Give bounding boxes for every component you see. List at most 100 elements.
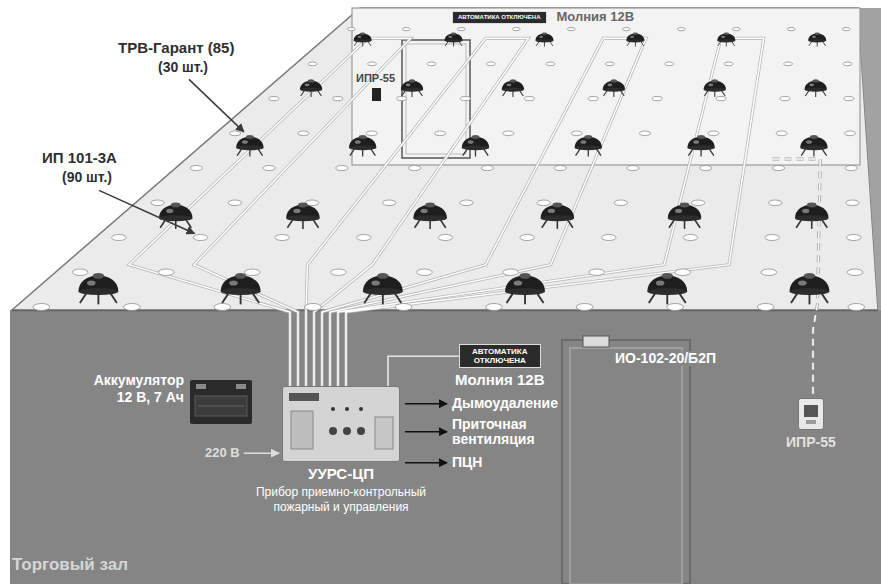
panel-switch xyxy=(375,417,393,449)
module-base xyxy=(349,145,376,150)
smoke-detector xyxy=(848,304,865,311)
node-heading: АВТОМАТИКА ОТКЛЮЧЕНА xyxy=(465,347,535,365)
smoke-detector xyxy=(368,62,377,66)
smoke-detector xyxy=(402,28,410,31)
node-heading: АВТОМАТИКА ОТКЛЮЧЕНА xyxy=(458,14,541,21)
module-highlight xyxy=(507,83,512,86)
smoke-detector xyxy=(336,166,348,171)
smoke-detector xyxy=(383,200,396,206)
smoke-detector xyxy=(331,269,347,276)
leader-line xyxy=(189,79,244,132)
module-highlight xyxy=(693,140,699,144)
output-arrow xyxy=(405,431,447,433)
module-highlight xyxy=(630,36,634,38)
smoke-detector xyxy=(72,269,88,276)
module-nozzle xyxy=(542,32,547,35)
module-highlight xyxy=(371,280,380,285)
module-nozzle xyxy=(553,203,563,208)
smoke-detector xyxy=(151,200,164,206)
smoke-detector xyxy=(772,166,784,171)
wire-shadow xyxy=(338,38,764,386)
module-highlight xyxy=(809,83,814,86)
module-base xyxy=(505,288,545,295)
node-text: Молния 12В xyxy=(557,10,635,25)
module-highlight xyxy=(242,140,248,144)
extinguishing-module xyxy=(462,135,489,157)
smoke-detector xyxy=(395,304,412,311)
smoke-detector xyxy=(761,269,777,276)
battery-label xyxy=(195,396,247,416)
call-point-slot xyxy=(806,420,816,424)
smoke-detector xyxy=(546,62,555,66)
callout-label: Приточная вентиляция xyxy=(452,417,562,446)
callout-label: 220 В xyxy=(205,446,240,460)
battery-box xyxy=(190,380,252,424)
smoke-detector xyxy=(214,304,231,311)
smoke-detector xyxy=(158,269,174,276)
module-nozzle xyxy=(171,203,181,208)
smoke-detector xyxy=(847,235,861,241)
extinguishing-module xyxy=(236,135,263,157)
panel-led xyxy=(359,407,363,411)
smoke-detector xyxy=(776,131,787,136)
module-base xyxy=(535,39,553,42)
panel-knob xyxy=(343,427,351,435)
back-room xyxy=(352,8,860,165)
callout-label: ИП 101-3А xyxy=(42,150,117,167)
module-base xyxy=(717,39,735,42)
panel-node: УУРС-ЦППрибор приемно-контрольный пожарн… xyxy=(252,386,430,514)
smoke-detector xyxy=(33,304,50,311)
module-highlight xyxy=(514,280,523,285)
smoke-detector xyxy=(438,235,452,241)
module-highlight xyxy=(357,36,361,38)
module-highlight xyxy=(539,36,543,38)
extinguishing-module xyxy=(805,79,827,97)
smoke-detector xyxy=(665,62,674,66)
module-highlight xyxy=(87,280,96,285)
device-node: ИПР-55 xyxy=(786,398,836,450)
extinguishing-module xyxy=(221,273,261,304)
power-arrow xyxy=(244,452,279,454)
smoke-detector xyxy=(503,131,514,136)
smoke-detector xyxy=(409,166,421,171)
module-base xyxy=(808,39,826,42)
right-wall xyxy=(858,8,881,310)
wire xyxy=(129,38,411,386)
module-highlight xyxy=(675,209,682,213)
smoke-detector xyxy=(503,269,519,276)
extinguishing-module xyxy=(687,135,714,157)
extinguishing-module xyxy=(704,79,726,97)
smoke-detector xyxy=(843,62,852,66)
smoke-detector xyxy=(652,97,662,101)
wire-shadow xyxy=(129,38,411,386)
extinguishing-module xyxy=(575,135,602,157)
smoke-detector xyxy=(677,28,685,31)
extinguishing-module xyxy=(541,203,574,229)
module-highlight xyxy=(806,140,812,144)
smoke-detector xyxy=(228,200,241,206)
smoke-detector xyxy=(639,131,650,136)
node-text: Молния 12В xyxy=(455,371,545,388)
smoke-detector xyxy=(724,62,733,66)
module-highlight xyxy=(166,209,173,213)
smoke-detector xyxy=(627,166,639,171)
smoke-detector xyxy=(263,166,275,171)
extinguishing-module xyxy=(603,79,625,97)
smoke-detector xyxy=(333,97,343,101)
module-nozzle xyxy=(519,273,530,279)
call-point-graphic xyxy=(799,399,823,429)
extinguishing-module xyxy=(401,79,423,97)
extinguishing-module xyxy=(286,203,319,229)
smoke-detector xyxy=(605,62,614,66)
module-nozzle xyxy=(810,135,818,139)
module-highlight xyxy=(548,209,555,213)
smoke-detector xyxy=(571,131,582,136)
dashed-wire-shadow xyxy=(773,159,821,396)
battery-terminal xyxy=(196,384,206,389)
manual-call-point xyxy=(372,88,381,101)
smoke-detector xyxy=(193,235,207,241)
smoke-detector xyxy=(275,235,289,241)
warning-sign: АВТОМАТИКА ОТКЛЮЧЕНА xyxy=(459,344,541,368)
extinguishing-module xyxy=(363,273,403,304)
